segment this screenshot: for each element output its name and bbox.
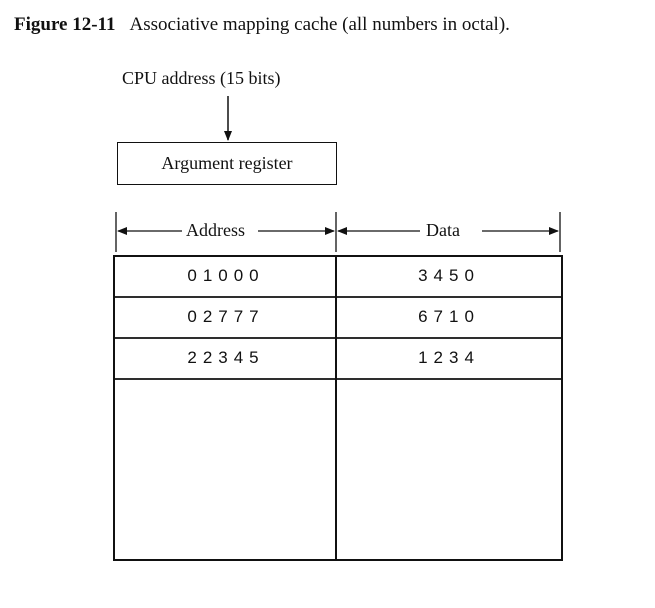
data-cell: 1234 [418, 348, 480, 367]
data-column-header: Data [422, 220, 464, 240]
address-cell: 22345 [187, 348, 265, 367]
cpu-address-label: CPU address (15 bits) [122, 68, 281, 88]
address-cell: 01000 [187, 266, 265, 285]
argument-register: Argument register [117, 142, 337, 185]
cache-memory-frame [113, 255, 563, 561]
data-cell: 3450 [418, 266, 480, 285]
address-cell: 02777 [187, 307, 265, 326]
figure-caption: Figure 12-11 Associative mapping cache (a… [14, 14, 510, 36]
figure-number: Figure 12-11 [14, 14, 116, 35]
figure-title: Associative mapping cache (all numbers i… [129, 14, 510, 35]
address-column-header: Address [182, 220, 249, 240]
data-cell: 6710 [418, 307, 480, 326]
